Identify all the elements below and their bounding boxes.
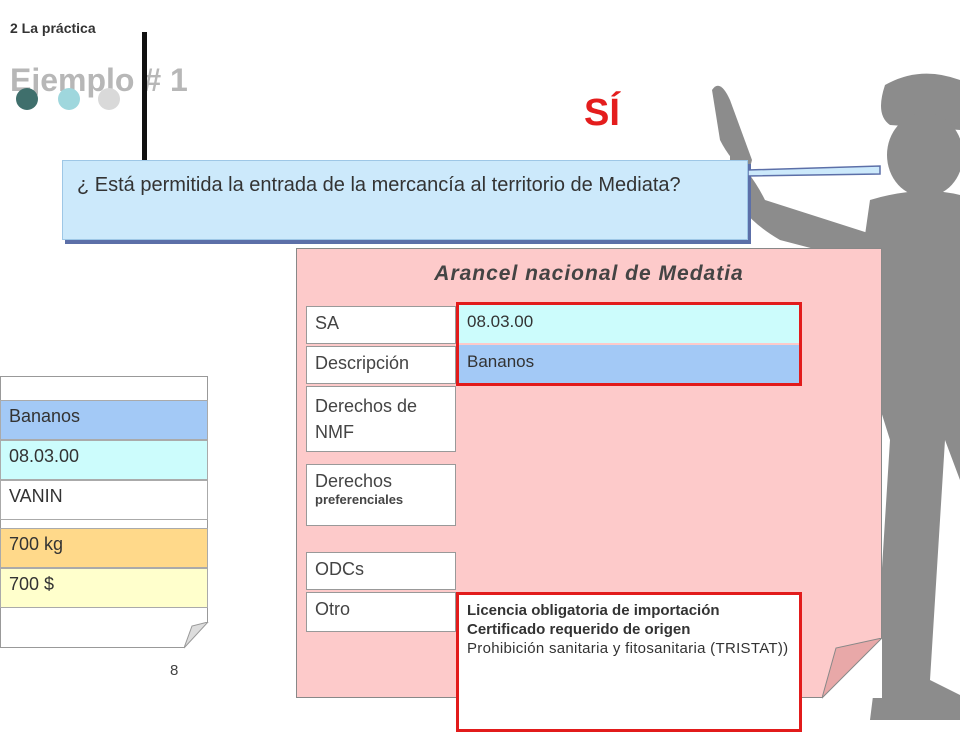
tariff-title: Arancel nacional de Medatia bbox=[434, 262, 744, 285]
label-odcs: ODCs bbox=[306, 552, 456, 590]
question-box: ¿ Está permitida la entrada de la mercan… bbox=[62, 160, 748, 240]
tariff-page-curl bbox=[822, 638, 883, 699]
label-otro: Otro bbox=[306, 592, 456, 632]
value-descripcion: Bananos bbox=[459, 345, 799, 383]
requirement-certificate: Certificado requerido de origen bbox=[467, 621, 691, 638]
section-label: 2 La práctica bbox=[10, 20, 96, 36]
highlight-box bbox=[456, 302, 802, 386]
document-row-code: 08.03.00 bbox=[0, 440, 208, 480]
bullet-dot-dark bbox=[16, 88, 38, 110]
document-row-value: 700 $ bbox=[0, 568, 208, 608]
label-derechos-pref-line1: Derechos bbox=[315, 471, 393, 491]
label-sa: SA bbox=[306, 306, 456, 344]
document-page-curl bbox=[184, 622, 209, 649]
divider-line bbox=[142, 32, 147, 162]
answer-text: SÍ bbox=[584, 92, 620, 134]
otro-requirements: Licencia obligatoria de importación Cert… bbox=[456, 592, 802, 732]
document-row-exporter: VANIN bbox=[0, 480, 208, 520]
callout-pointer bbox=[748, 165, 881, 177]
bullet-dot-teal bbox=[58, 88, 80, 110]
label-derechos-preferenciales: Derechos preferenciales bbox=[306, 464, 456, 526]
label-derechos-nmf: Derechos de NMF bbox=[306, 386, 456, 452]
requirement-prohibition: Prohibición sanitaria y fitosanitaria (T… bbox=[467, 640, 789, 657]
label-descripcion: Descripción bbox=[306, 346, 456, 384]
bullet-dot-light bbox=[98, 88, 120, 110]
label-derechos-pref-line2: preferenciales bbox=[315, 492, 404, 507]
requirement-license: Licencia obligatoria de importación bbox=[467, 602, 720, 619]
document-row-weight: 700 kg bbox=[0, 528, 208, 568]
page-number: 8 bbox=[170, 662, 179, 679]
policeman-silhouette bbox=[712, 73, 960, 720]
document-row-product: Bananos bbox=[0, 400, 208, 440]
value-sa: 08.03.00 bbox=[459, 305, 799, 343]
